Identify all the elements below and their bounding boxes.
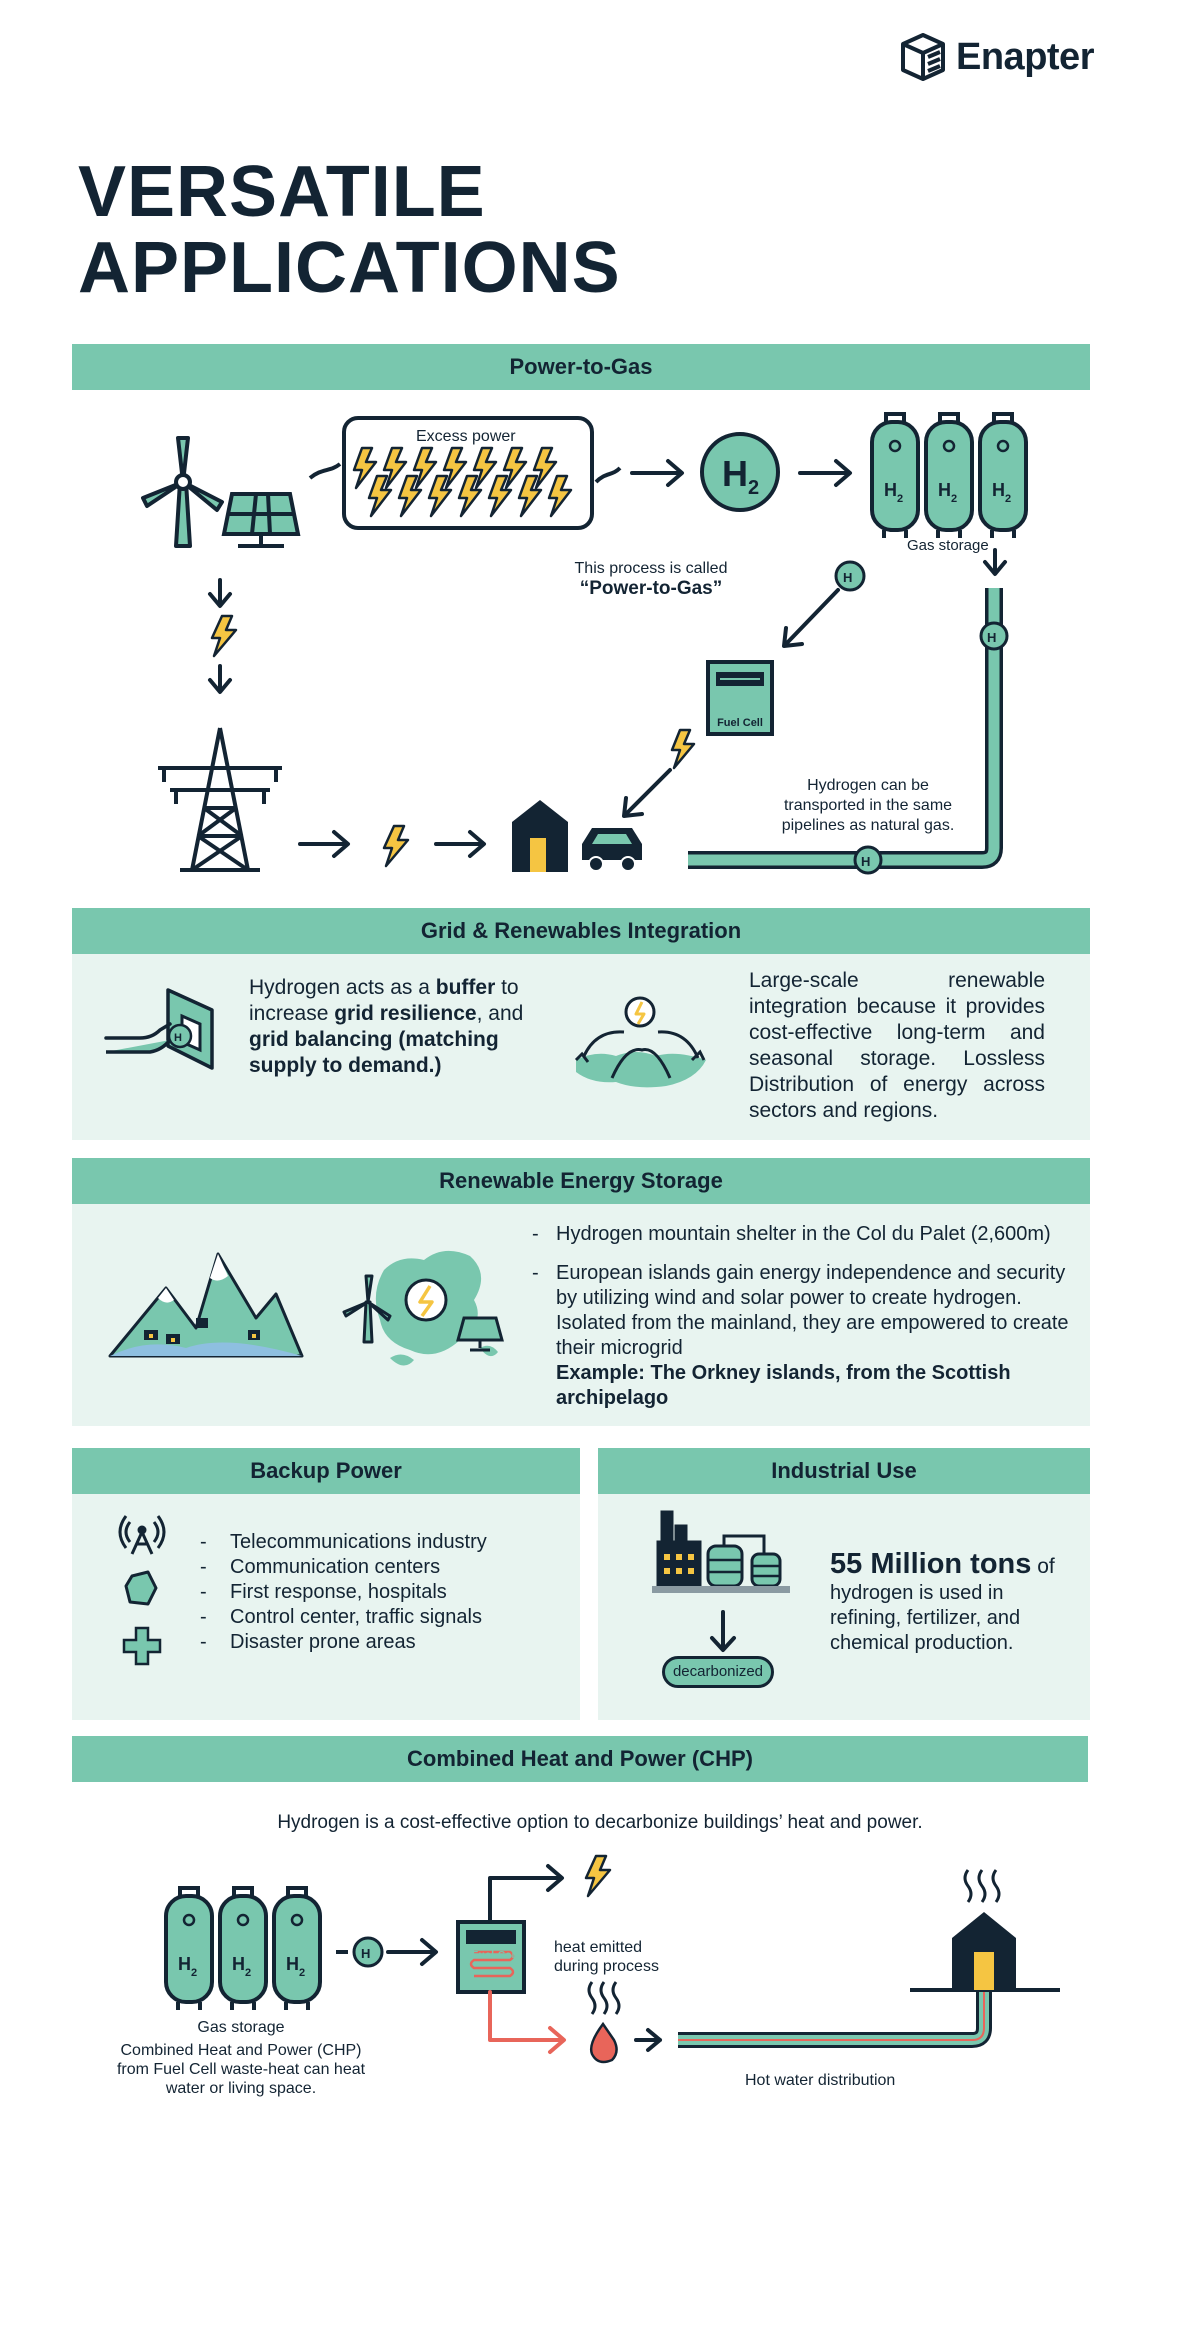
svg-text:H: H xyxy=(861,854,870,869)
lightning-bolts-icon xyxy=(352,446,573,518)
svg-text:H: H xyxy=(843,570,852,585)
fuel-cell-icon xyxy=(706,660,774,736)
svg-text:H: H xyxy=(987,630,996,645)
svg-text:2: 2 xyxy=(245,1967,251,1979)
hand-buffer-icon: H xyxy=(104,988,214,1070)
brand-logo[interactable]: Enapter xyxy=(898,32,1094,82)
chp-intro: Hydrogen is a cost-effective option to d… xyxy=(277,1812,923,1833)
backup-item-telecom: Telecommunications industry xyxy=(200,1530,560,1555)
decarbonized-badge: decarbonized xyxy=(662,1656,774,1688)
mountain-shelter-icon xyxy=(108,1252,304,1358)
world-distribution-icon xyxy=(574,996,706,1088)
backup-item-disaster: Disaster prone areas xyxy=(200,1630,560,1655)
enapter-cube-icon xyxy=(901,33,945,81)
water-drop-icon xyxy=(589,2021,618,2064)
svg-text:2: 2 xyxy=(897,493,903,505)
svg-text:2: 2 xyxy=(191,1967,197,1979)
section-header-grid: Grid & Renewables Integration xyxy=(72,908,1090,954)
heat-emitted-label: heat emitted during process xyxy=(554,1939,659,1975)
grid-panel xyxy=(72,954,1090,1140)
excess-power-label: Excess power xyxy=(416,428,516,445)
storage-item-mountain: Hydrogen mountain shelter in the Col du … xyxy=(532,1222,1082,1247)
chp-caption: Gas storage Combined Heat and Power (CHP… xyxy=(116,2019,366,2097)
storage-item-islands: European islands gain energy independenc… xyxy=(532,1261,1082,1411)
island-microgrid-icon xyxy=(342,1250,504,1366)
svg-text:2: 2 xyxy=(951,493,957,505)
svg-text:H: H xyxy=(992,480,1005,500)
backup-item-control-center: Control center, traffic signals xyxy=(200,1605,560,1630)
svg-text:2: 2 xyxy=(1005,493,1011,505)
svg-text:Fuel Cell: Fuel Cell xyxy=(717,717,763,729)
car-icon xyxy=(582,828,642,872)
backup-item-communication: Communication centers xyxy=(200,1555,560,1580)
gas-storage-label: Gas storage xyxy=(907,537,989,554)
svg-text:H: H xyxy=(286,1954,299,1974)
svg-text:H: H xyxy=(361,1946,370,1961)
shield-icon xyxy=(124,1570,158,1606)
gas-storage-tanks-icon xyxy=(870,412,1028,538)
house-icon xyxy=(512,800,568,872)
svg-text:H: H xyxy=(884,480,897,500)
down-arrow-icon xyxy=(710,1610,736,1652)
factory-icon xyxy=(652,1510,790,1593)
svg-text:H: H xyxy=(178,1954,191,1974)
process-note: This process is called “Power-to-Gas” xyxy=(574,560,728,599)
h2-label: H xyxy=(722,453,748,494)
grid-buffer-text: Hydrogen acts as a buffer to increase gr… xyxy=(249,976,524,1077)
backup-item-first-response: First response, hospitals xyxy=(200,1580,560,1605)
backup-list: Telecommunications industry Communicatio… xyxy=(200,1530,560,1655)
antenna-icon xyxy=(118,1515,166,1555)
medical-cross-icon xyxy=(122,1626,162,1666)
hot-water-label: Hot water distribution xyxy=(745,2072,896,2089)
industrial-stat-value: 55 Million tons xyxy=(830,1548,1032,1580)
section-header-backup: Backup Power xyxy=(72,1448,580,1494)
brand-name: Enapter xyxy=(956,35,1094,78)
section-header-power-to-gas: Power-to-Gas xyxy=(72,344,1090,390)
chp-fuel-cell-label: Fuel Cell xyxy=(472,1950,519,1961)
page-title-line2: APPLICATIONS xyxy=(78,228,621,308)
backup-icons-column xyxy=(118,1515,166,1666)
solar-panel-icon xyxy=(221,492,301,548)
section-header-industrial: Industrial Use xyxy=(598,1448,1090,1494)
section-header-storage: Renewable Energy Storage xyxy=(72,1158,1090,1204)
section-header-chp: Combined Heat and Power (CHP) xyxy=(72,1736,1088,1782)
wind-turbine-icon xyxy=(141,436,224,548)
chp-house-icon xyxy=(952,1912,1016,1990)
power-pylon-icon xyxy=(158,727,282,872)
h2-molecule-icon xyxy=(700,432,780,512)
svg-text:H: H xyxy=(232,1954,245,1974)
pipeline-note: Hydrogen can be transported in the same … xyxy=(781,777,955,834)
svg-text:H: H xyxy=(938,480,951,500)
svg-text:2: 2 xyxy=(748,477,759,499)
chp-gas-tanks-icon xyxy=(164,1886,322,2010)
svg-text:2: 2 xyxy=(299,1967,305,1979)
page-title-line1: VERSATILE xyxy=(78,152,486,232)
grid-integration-text: Large-scale renewable integration becaus… xyxy=(749,969,1045,1122)
industrial-stat: 55 Million tons of hydrogen is used in r… xyxy=(830,1548,1055,1654)
storage-list: Hydrogen mountain shelter in the Col du … xyxy=(532,1222,1082,1413)
page-title: VERSATILE APPLICATIONS xyxy=(78,154,621,306)
excess-power-box xyxy=(342,416,594,530)
svg-text:H: H xyxy=(174,1032,182,1044)
